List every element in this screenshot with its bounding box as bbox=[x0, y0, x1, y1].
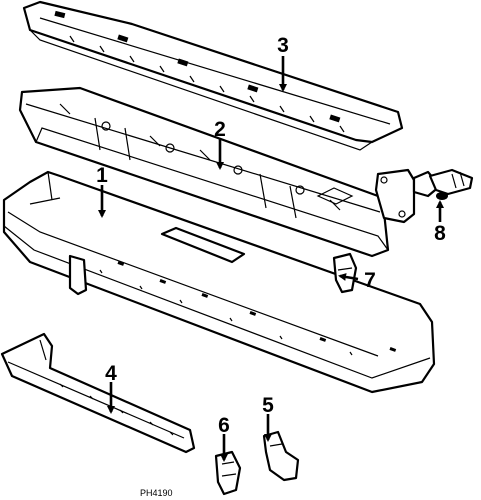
end-bracket-part bbox=[262, 430, 300, 482]
lower-molding-part bbox=[0, 332, 196, 454]
callout-7: 7 bbox=[364, 269, 376, 292]
bumper-reinforcement-part bbox=[18, 86, 390, 258]
bumper-guard-part bbox=[214, 450, 242, 496]
callout-3: 3 bbox=[277, 34, 289, 57]
callout-6: 6 bbox=[218, 414, 230, 437]
callout-8: 8 bbox=[434, 222, 446, 245]
callout-labels: 1 2 3 4 5 6 7 8 bbox=[96, 34, 446, 437]
callout-4: 4 bbox=[105, 362, 117, 385]
arrow-7 bbox=[338, 273, 359, 281]
callout-5: 5 bbox=[262, 394, 274, 417]
bumper-cover-part bbox=[2, 170, 436, 394]
callout-1: 1 bbox=[96, 164, 108, 187]
bumper-bracket-part bbox=[332, 252, 358, 294]
callout-2: 2 bbox=[214, 118, 226, 141]
energy-absorber-part bbox=[22, 0, 404, 151]
reference-code: PH4190 bbox=[140, 488, 173, 498]
callout-arrows bbox=[98, 56, 444, 462]
bumper-isolator-part bbox=[374, 168, 474, 224]
